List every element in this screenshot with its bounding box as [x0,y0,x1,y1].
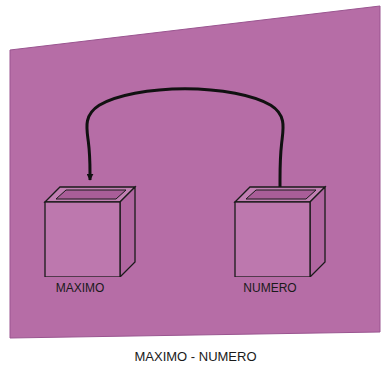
storage-box: MAXIMO [40,182,140,295]
cube-side [120,187,135,277]
cube-side [310,187,325,277]
cube-front [235,202,310,277]
box-cube [230,182,330,277]
panel-surface [10,6,380,338]
curved-arrow [87,89,283,188]
box-cube [40,182,140,277]
cube-front [45,202,120,277]
box-label: MAXIMO [40,281,120,295]
box-label: NUMERO [230,281,310,295]
cube-opening [246,190,316,199]
storage-box: NUMERO [230,182,330,295]
caption-text: MAXIMO - NUMERO [0,349,391,364]
cube-opening [56,190,126,199]
